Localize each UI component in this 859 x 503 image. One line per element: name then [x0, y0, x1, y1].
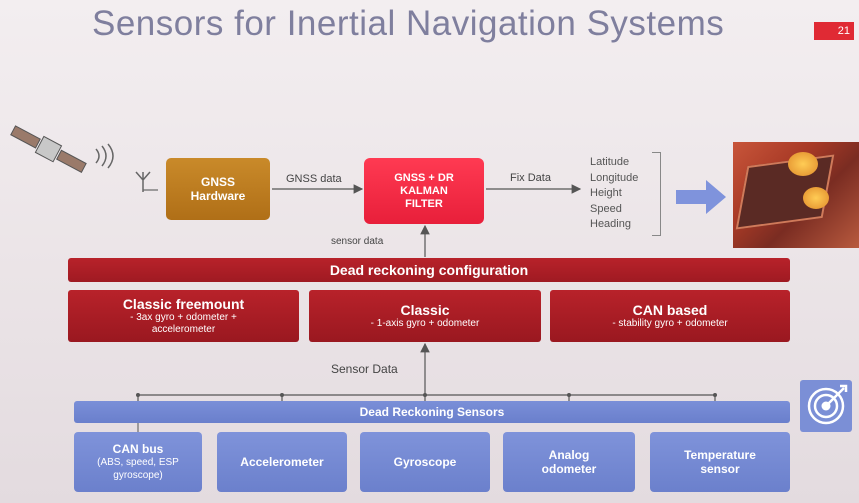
sensor-title-line2: sensor [700, 462, 740, 476]
kalman-line3: FILTER [405, 197, 443, 210]
gnss-data-label: GNSS data [286, 173, 342, 185]
dr-type-can-based: CAN based - stability gyro + odometer [550, 290, 790, 342]
gnss-hardware-box: GNSS Hardware [166, 158, 270, 220]
dr-config-title: Dead reckoning configuration [329, 262, 529, 278]
page-number-badge: 21 [814, 22, 854, 40]
dr-type-title: Classic [400, 302, 450, 318]
fix-data-label: Fix Data [510, 172, 551, 184]
dr-type-classic: Classic - 1-axis gyro + odometer [309, 290, 541, 342]
kalman-line1: GNSS + DR [394, 171, 454, 184]
dr-type-sub: - 3ax gyro + odometer + [130, 312, 237, 323]
sensor-gyroscope: Gyroscope [360, 432, 490, 492]
target-icon-svg [807, 384, 848, 425]
dr-type-sub: - stability gyro + odometer [612, 318, 728, 329]
sensor-title: Gyroscope [393, 455, 457, 469]
antenna-icon [135, 171, 158, 192]
sensor-can-bus: CAN bus (ABS, speed, ESP gyroscope) [74, 432, 202, 492]
kalman-line2: KALMAN [400, 184, 448, 197]
dead-reckoning-sensors-bar: Dead Reckoning Sensors [74, 401, 790, 423]
fix-output-height: Height [590, 187, 622, 199]
slide-title: Sensors for Inertial Navigation Systems [92, 4, 725, 43]
target-icon [800, 380, 852, 432]
dr-type-title: CAN based [632, 302, 708, 318]
dr-type-sub: - 1-axis gyro + odometer [370, 318, 480, 329]
sensor-data-small-label: sensor data [331, 236, 384, 247]
sensor-title: Accelerometer [240, 455, 324, 469]
gnss-hardware-line2: Hardware [190, 189, 246, 203]
sensor-temperature: Temperature sensor [650, 432, 790, 492]
fix-output-speed: Speed [590, 202, 622, 215]
sensor-title: Temperature [684, 448, 756, 462]
fix-output-heading: Heading [590, 218, 631, 230]
sensor-analog-odometer: Analog odometer [503, 432, 635, 492]
arrow-right-icon [676, 180, 726, 214]
sensor-sub: (ABS, speed, ESP [97, 457, 179, 468]
sensor-accelerometer: Accelerometer [217, 432, 347, 492]
sensor-data-label: Sensor Data [331, 362, 398, 376]
signal-waves-icon [95, 143, 114, 169]
fix-outputs-list: Latitude Longitude Height Speed Heading [590, 155, 638, 233]
sensor-title: CAN bus [112, 442, 164, 456]
sensors-bar-title: Dead Reckoning Sensors [359, 405, 505, 419]
dr-type-sub2: accelerometer [151, 324, 216, 335]
navigation-photo [733, 142, 859, 248]
dead-reckoning-configuration-bar: Dead reckoning configuration [68, 258, 790, 282]
fix-output-longitude: Longitude [590, 171, 639, 184]
kalman-filter-box: GNSS + DR KALMAN FILTER [364, 158, 484, 224]
sensor-sub2: gyroscope) [113, 470, 163, 481]
satellite-icon [10, 125, 87, 173]
fix-outputs-brace [652, 152, 661, 236]
fix-output-latitude: Latitude [590, 156, 630, 168]
dr-type-title: Classic freemount [122, 296, 245, 312]
dr-type-classic-freemount: Classic freemount - 3ax gyro + odometer … [68, 290, 299, 342]
sensor-title-line2: odometer [541, 462, 597, 476]
sensor-title: Analog [548, 448, 590, 462]
gnss-hardware-line1: GNSS [200, 175, 235, 189]
